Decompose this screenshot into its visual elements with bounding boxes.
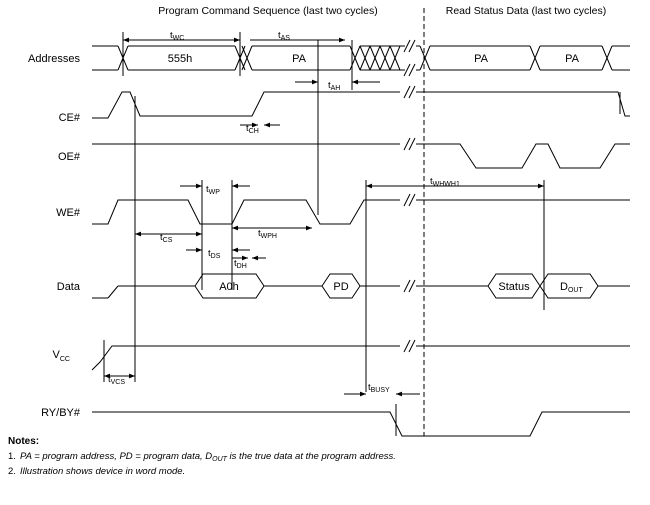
address-pa-1: PA: [292, 53, 307, 65]
program-sequence-header: Program Command Sequence (last two cycle…: [158, 5, 377, 17]
signal-label-oe: OE#: [58, 151, 81, 163]
rybusy-waveform: [92, 411, 630, 437]
signal-label-data: Data: [57, 281, 81, 293]
break-markers: [403, 39, 416, 353]
timing-tvcs: tVCS: [108, 374, 125, 386]
timing-tdh: tDH: [234, 258, 247, 270]
timing-tcs: tCS: [160, 232, 173, 244]
timing-tah: tAH: [328, 80, 340, 92]
vcc-waveform: [91, 345, 400, 371]
note-1: 1.PA = program address, PD = program dat…: [8, 451, 396, 463]
read-status-header: Read Status Data (last two cycles): [446, 5, 606, 17]
data-dout: DOUT: [560, 281, 583, 294]
timing-tch: tCH: [246, 123, 259, 135]
timing-tbusy: tBUSY: [368, 382, 390, 394]
timing-twph: tWPH: [258, 228, 277, 240]
data-status: Status: [498, 281, 530, 293]
address-pa-3: PA: [565, 53, 580, 65]
signal-label-ce: CE#: [59, 112, 81, 124]
signal-label-vcc: VCC: [53, 349, 70, 363]
signal-label-rybusy: RY/BY#: [41, 407, 81, 419]
timing-twp: tWP: [206, 184, 220, 196]
note-2: 2.Illustration shows device in word mode…: [8, 466, 185, 477]
timing-twc: tWC: [170, 30, 184, 42]
ce-waveform: [92, 91, 400, 119]
data-pd: PD: [333, 281, 348, 293]
address-pa-2: PA: [474, 53, 489, 65]
data-a0h: A0h: [219, 281, 239, 293]
oe-waveform-read: [416, 143, 630, 169]
signal-label-we: WE#: [56, 207, 81, 219]
data-waveform: [92, 273, 630, 299]
timing-twhwh1: tWHWH1: [430, 176, 460, 188]
timing-tas: tAS: [278, 30, 290, 42]
address-555h: 555h: [168, 53, 192, 65]
signal-label-addresses: Addresses: [28, 53, 80, 65]
notes-title: Notes:: [8, 436, 39, 447]
timing-tds: tDS: [208, 248, 221, 260]
we-waveform: [92, 199, 400, 225]
ce-waveform-read: [416, 91, 630, 117]
